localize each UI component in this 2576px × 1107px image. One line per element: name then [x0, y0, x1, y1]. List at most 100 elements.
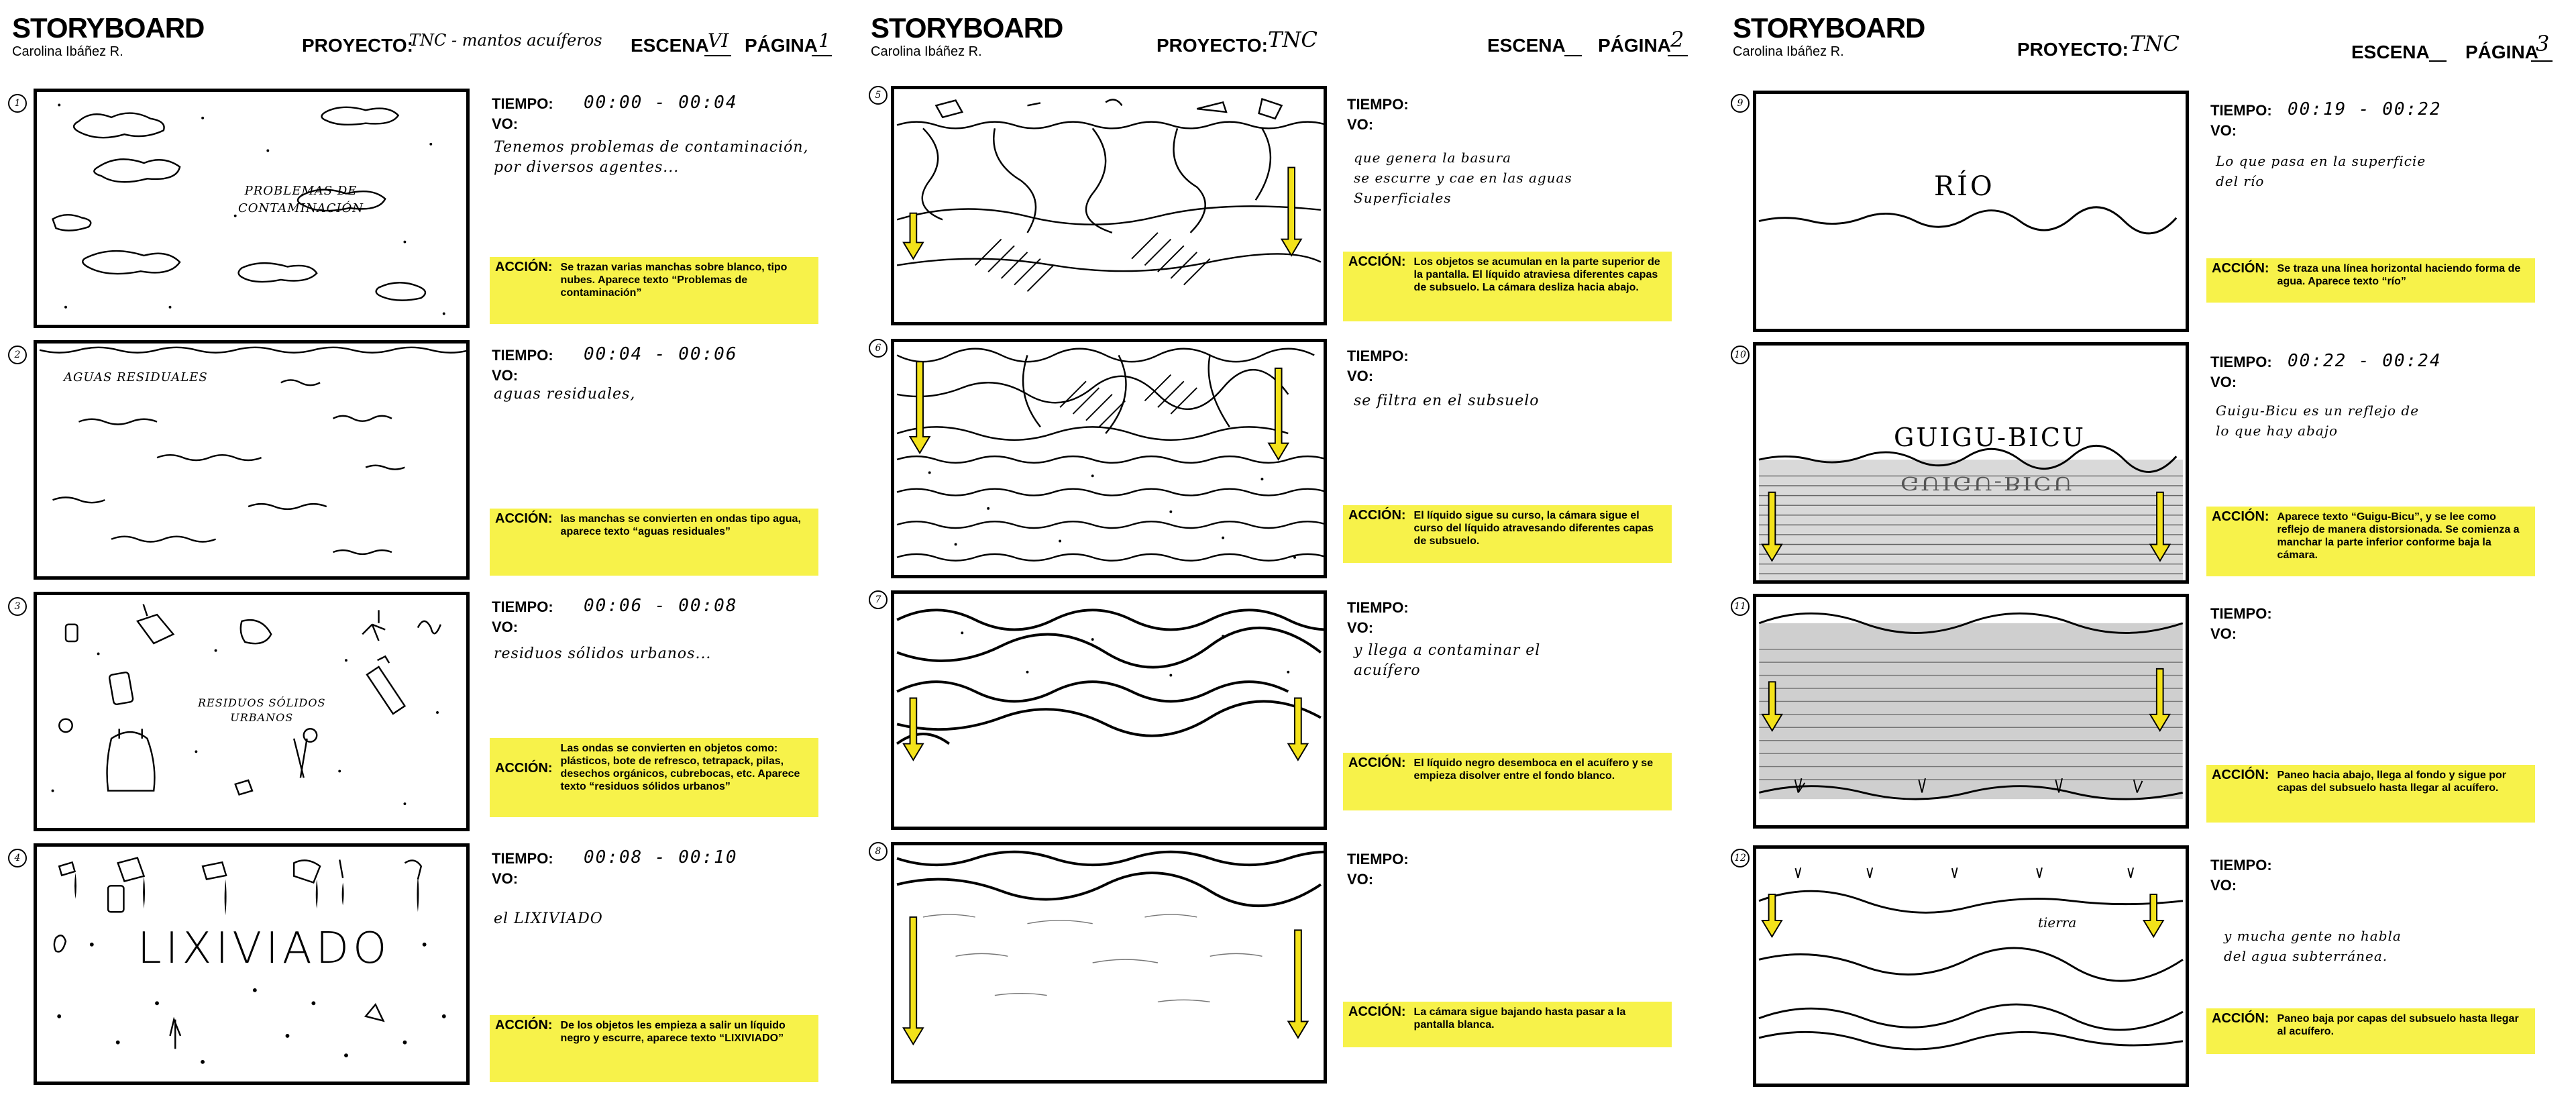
- frame-caption: RÍO: [1934, 171, 1995, 202]
- tiempo-label: TIEMPO:: [492, 347, 553, 364]
- frame-caption: LIXIVIADO: [138, 924, 391, 973]
- pagina-value: 2: [1670, 27, 1684, 52]
- vo-label: VO:: [492, 870, 519, 887]
- reflection-sketch: [1758, 445, 2183, 580]
- panel-frame-6: [891, 339, 1327, 578]
- accion-box: ACCIÓN: Las ondas se convierten en objet…: [490, 738, 818, 817]
- vo-text: residuos sólidos urbanos...: [494, 645, 712, 662]
- panel-number: 2: [8, 346, 27, 364]
- pagina-value: 3: [2536, 31, 2550, 56]
- accion-text: Los objetos se acumulan en la parte supe…: [1413, 256, 1660, 293]
- proyecto-label: PROYECTO:: [1157, 35, 1268, 56]
- vo-label: VO:: [2210, 122, 2237, 139]
- sheet-author: Carolina Ibáñez R.: [12, 44, 123, 59]
- frame-caption: AGUAS RESIDUALES: [64, 370, 208, 384]
- tiempo-label: TIEMPO:: [1347, 851, 1409, 867]
- panel-number: 3: [8, 597, 27, 616]
- sheet-title: STORYBOARD: [1733, 12, 1925, 44]
- storyboard-sheet-2: STORYBOARD Carolina Ibáñez R. PROYECTO: …: [865, 0, 1697, 1107]
- accion-label: ACCIÓN:: [2212, 509, 2269, 524]
- accion-label: ACCIÓN:: [1348, 254, 1406, 269]
- vo-text: Lo que pasa en la superficie del río: [2216, 153, 2426, 189]
- panel-number: 6: [869, 339, 888, 358]
- pagina-label: PÁGINA: [2465, 42, 2538, 62]
- vo-label: VO:: [1347, 116, 1374, 133]
- tiempo-label: TIEMPO:: [1347, 348, 1409, 364]
- vo-label: VO:: [2210, 625, 2237, 642]
- panel-frame-11: [1753, 594, 2189, 829]
- vo-text: que genera la basura se escurre y cae en…: [1354, 150, 1572, 206]
- subsoil-filter-sketch: [896, 348, 1324, 562]
- accion-label: ACCIÓN:: [1348, 755, 1406, 770]
- panel-number: 7: [869, 590, 888, 609]
- sheet-title: STORYBOARD: [871, 12, 1063, 44]
- tiempo-label: TIEMPO:: [492, 850, 553, 867]
- vo-text: Tenemos problemas de contaminación, por …: [494, 139, 809, 176]
- tiempo-label: TIEMPO:: [2210, 857, 2272, 874]
- proyecto-value: TNC - mantos acuíferos: [409, 31, 602, 50]
- accion-box: ACCIÓN: La cámara sigue bajando hasta pa…: [1343, 1002, 1672, 1047]
- escena-label: ESCENA: [1487, 35, 1566, 56]
- vo-text: y llega a contaminar el acuífero: [1354, 642, 1541, 679]
- vo-text: y mucha gente no habla del agua subterrá…: [2224, 928, 2402, 964]
- panel-frame-12: tierra: [1753, 845, 2189, 1087]
- river-line-sketch: [1758, 206, 2178, 235]
- accion-box: ACCIÓN: Los objetos se acumulan en la pa…: [1343, 252, 1672, 321]
- frame-caption: GUIGU-BICU: [1894, 423, 2086, 452]
- tiempo-label: TIEMPO:: [492, 95, 553, 112]
- escena-value: VI: [708, 30, 729, 52]
- panel-number: 10: [1731, 346, 1750, 364]
- vo-label: VO:: [1347, 871, 1374, 888]
- tiempo-label: TIEMPO:: [2210, 605, 2272, 622]
- tiempo-value: 00:08 - 00:10: [584, 847, 738, 867]
- accion-box: ACCIÓN: Se trazan varias manchas sobre b…: [490, 257, 818, 324]
- vo-label: VO:: [1347, 368, 1374, 384]
- dissolve-white-sketch: [896, 850, 1324, 1046]
- accion-label: ACCIÓN:: [2212, 1011, 2269, 1026]
- accion-text: Se traza una línea horizontal haciendo f…: [2277, 263, 2521, 287]
- panel-number: 1: [8, 94, 27, 113]
- accion-label: ACCIÓN:: [495, 511, 553, 526]
- frame-caption: RESIDUOS SÓLIDOS URBANOS: [198, 696, 326, 724]
- panel-frame-3: RESIDUOS SÓLIDOS URBANOS: [34, 592, 470, 831]
- underground-layers-sketch: [1758, 867, 2184, 1051]
- panel-frame-10: GUIGU-BICU GUIGU-BICU: [1753, 342, 2189, 584]
- vo-label: VO:: [492, 367, 519, 384]
- accion-box: ACCIÓN: De los objetos les empieza a sal…: [490, 1015, 818, 1082]
- riverbed-sketch: [1758, 612, 2184, 800]
- vo-text: Guigu-Bicu es un reflejo de lo que hay a…: [2216, 403, 2420, 439]
- tiempo-value: 00:06 - 00:08: [584, 596, 738, 616]
- proyecto-value: TNC: [2130, 31, 2180, 56]
- accion-label: ACCIÓN:: [2212, 768, 2269, 782]
- accion-box: ACCIÓN: Se traza una línea horizontal ha…: [2206, 258, 2535, 303]
- frame-caption: tierra: [2038, 914, 2077, 931]
- panel-frame-4: LIXIVIADO: [34, 843, 470, 1085]
- surface-runoff-sketch: [896, 89, 1324, 293]
- solid-waste-sketch: [51, 604, 442, 805]
- panel-number: 11: [1731, 597, 1750, 616]
- panel-number: 9: [1731, 94, 1750, 113]
- accion-label: ACCIÓN:: [2212, 261, 2269, 276]
- accion-text: las manchas se convierten en ondas tipo …: [560, 513, 801, 537]
- proyecto-value: TNC: [1268, 27, 1318, 52]
- sheet-author: Carolina Ibáñez R.: [871, 44, 982, 59]
- accion-text: La cámara sigue bajando hasta pasar a la…: [1413, 1006, 1626, 1031]
- panel-number: 5: [869, 86, 888, 105]
- accion-text: Se trazan varias manchas sobre blanco, t…: [560, 262, 788, 299]
- panel-frame-5: [891, 86, 1327, 325]
- proyecto-label: PROYECTO:: [2017, 39, 2129, 60]
- panel-number: 8: [869, 842, 888, 861]
- panel-frame-8: [891, 842, 1327, 1084]
- pagina-value: 1: [818, 30, 830, 52]
- tiempo-value: 00:19 - 00:22: [2288, 99, 2442, 119]
- sheet-title: STORYBOARD: [12, 12, 205, 44]
- accion-box: ACCIÓN: las manchas se convierten en ond…: [490, 509, 818, 576]
- accion-text: El líquido negro desemboca en el acuífer…: [1413, 757, 1654, 782]
- panel-number: 12: [1731, 849, 1750, 867]
- tiempo-label: TIEMPO:: [492, 598, 553, 615]
- panel-number: 4: [8, 849, 27, 867]
- accion-box: ACCIÓN: Paneo hacia abajo, llega al fond…: [2206, 765, 2535, 823]
- escena-label: ESCENA: [631, 35, 709, 56]
- tiempo-value: 00:00 - 00:04: [584, 93, 738, 113]
- vo-label: VO:: [492, 115, 519, 132]
